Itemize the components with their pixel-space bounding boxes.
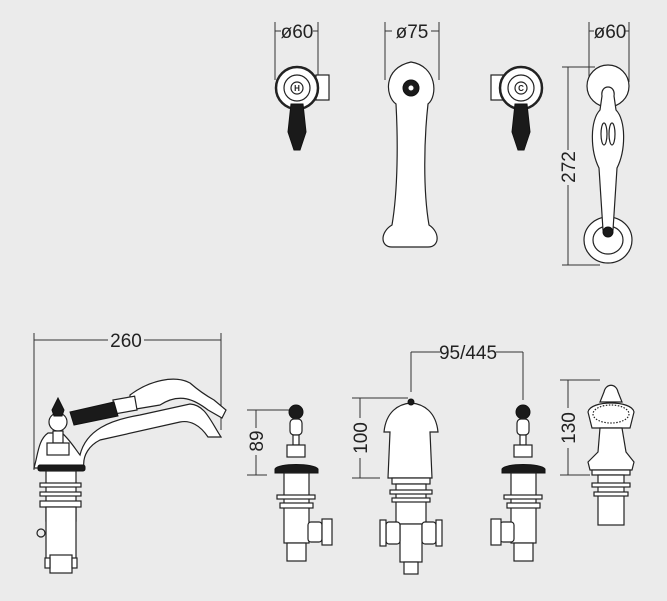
cold-valve-side (490, 404, 546, 562)
valve-height-label: 89 (247, 430, 268, 451)
hot-marker: H (294, 84, 300, 93)
spout-top: ø75 (382, 22, 440, 248)
handshower-length-text: 272 (559, 151, 580, 183)
handshower-top: ø60 272 (559, 22, 633, 266)
handshower-diameter-label: ø60 (594, 22, 627, 43)
hot-valve-diameter-label: ø60 (281, 22, 314, 43)
spout-diameter-label: ø75 (396, 22, 429, 43)
spout-height-label: 100 (351, 422, 372, 454)
cold-valve-top: C (490, 65, 544, 151)
hot-valve-top: ø60 H (274, 22, 330, 151)
mixer-width-label: 260 (110, 331, 142, 352)
shower-holder-side: 130 (559, 379, 635, 526)
shower-holder-height-label: 130 (559, 412, 580, 444)
cold-marker: C (518, 84, 524, 93)
spout-side: 100 95/445 (351, 343, 524, 575)
spout-spacing-label: 95/445 (439, 343, 497, 364)
mixer-side: 260 (33, 331, 227, 574)
hot-valve-side: 89 (247, 404, 333, 562)
